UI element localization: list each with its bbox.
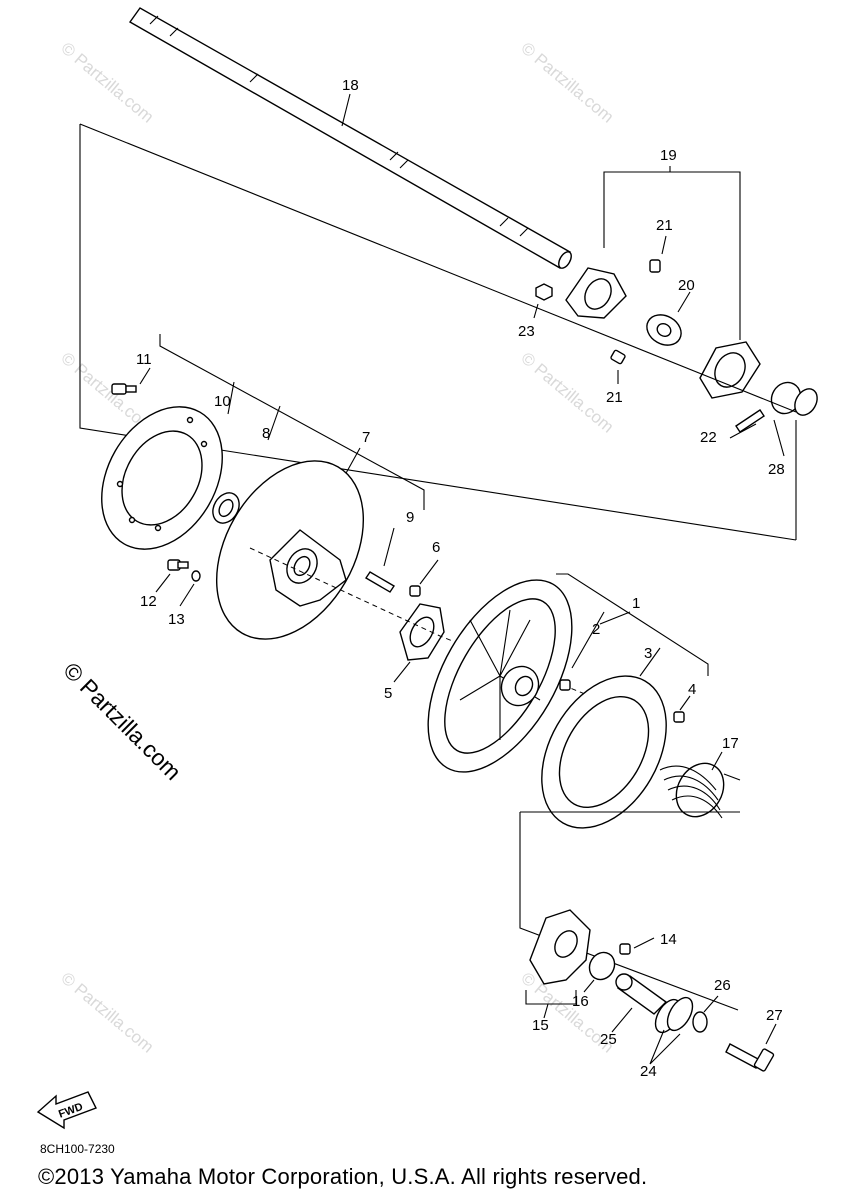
callout: 6 [432, 539, 440, 556]
flange-bearing-housing-right[interactable] [699, 341, 761, 399]
nut-14[interactable] [619, 943, 631, 955]
callout: 4 [688, 681, 696, 698]
cover-15[interactable] [529, 909, 591, 985]
copyright-notice: ©2013 Yamaha Motor Corporation, U.S.A. A… [38, 1164, 648, 1189]
bolt-11[interactable] [111, 383, 137, 395]
bushing-16[interactable] [585, 948, 620, 984]
callout: 18 [342, 77, 359, 94]
callout: 10 [214, 393, 231, 410]
bolt-22[interactable] [735, 409, 765, 433]
fwd-arrow-icon: FWD [36, 1091, 97, 1130]
callout: 21 [656, 217, 673, 234]
callout: 26 [714, 977, 731, 994]
callout: 16 [572, 993, 589, 1010]
gasket-5[interactable] [399, 603, 445, 661]
callout: 23 [518, 323, 535, 340]
callout: 20 [678, 277, 695, 294]
bolt-27[interactable] [725, 1043, 775, 1072]
diagram-code: 8CH100-7230 [40, 1142, 115, 1156]
callout: 14 [660, 931, 677, 948]
washer-13[interactable] [191, 570, 201, 582]
plate-3[interactable] [516, 654, 692, 850]
callout: 8 [262, 425, 270, 442]
screw-6[interactable] [409, 585, 421, 597]
watermark: © Partzilla.com [57, 39, 157, 127]
set-screw-21-bottom[interactable] [610, 349, 626, 365]
callout: 15 [532, 1017, 549, 1034]
callout: 28 [768, 461, 785, 478]
callout-labels: 18 19 21 20 23 21 22 28 11 10 8 7 9 6 12… [136, 77, 785, 1080]
watermark-large: © Partzilla.com [58, 657, 186, 785]
callout: 17 [722, 735, 739, 752]
callout: 7 [362, 429, 370, 446]
callout: 5 [384, 685, 392, 702]
watermark: © Partzilla.com [517, 39, 617, 127]
set-screw-21-top[interactable] [649, 259, 661, 273]
plate-10[interactable] [77, 385, 247, 571]
bolt-12[interactable] [167, 559, 189, 571]
callout: 22 [700, 429, 717, 446]
callout: 3 [644, 645, 652, 662]
sleeve-25[interactable] [615, 973, 668, 1015]
callout: 9 [406, 509, 414, 526]
collar-24[interactable] [650, 993, 697, 1036]
watermark: © Partzilla.com [57, 969, 157, 1057]
bolt-9[interactable] [365, 571, 395, 593]
screw-4[interactable] [673, 711, 685, 723]
callout: 25 [600, 1031, 617, 1048]
callout: 1 [632, 595, 640, 612]
callout: 13 [168, 611, 185, 628]
bearing-20[interactable] [641, 309, 686, 351]
callout: 27 [766, 1007, 783, 1024]
callout: 21 [606, 389, 623, 406]
sheave-7[interactable] [187, 435, 394, 665]
callout: 24 [640, 1063, 657, 1080]
callout: 12 [140, 593, 157, 610]
collar-28[interactable] [766, 377, 822, 419]
watermark: © Partzilla.com [517, 349, 617, 437]
sheave-assembly-1[interactable] [399, 556, 602, 796]
callout: 2 [592, 621, 600, 638]
callout: 19 [660, 147, 677, 164]
flange-bearing-housing-left[interactable] [565, 267, 627, 319]
shaft-18[interactable] [128, 7, 574, 270]
spring-17[interactable] [659, 755, 741, 825]
screw-2[interactable] [559, 679, 571, 691]
nut-23[interactable] [535, 283, 553, 301]
washer-26[interactable] [692, 1011, 708, 1033]
callout: 11 [136, 351, 152, 368]
